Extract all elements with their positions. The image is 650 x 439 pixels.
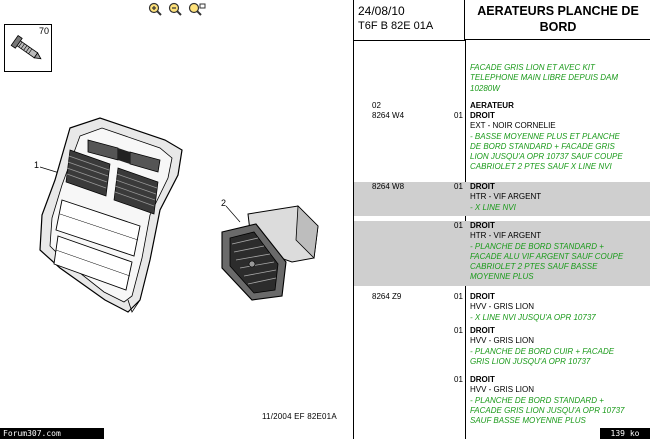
zoom-in-button[interactable]	[148, 2, 162, 16]
description-line: DROIT	[470, 375, 495, 384]
description-line: AERATEUR	[470, 101, 514, 110]
parts-diagram[interactable]: 70 1	[0, 0, 353, 439]
part-2-drawing	[221, 205, 319, 301]
zoom-fit-icon	[188, 2, 205, 16]
description-line: HVV - GRIS LION	[470, 385, 535, 395]
status-bar: Forum307.com 139 ko	[0, 428, 650, 439]
part-reference: 02	[372, 101, 381, 110]
part-quantity: 01	[454, 111, 463, 120]
part-2-label: 2	[221, 198, 227, 208]
description-line: - BASSE MOYENNE PLUS ET PLANCHE	[470, 131, 620, 141]
zoom-out-button[interactable]	[168, 2, 182, 16]
description-line: HTR - VIF ARGENT	[470, 192, 542, 202]
part-1-label: 1	[34, 160, 40, 170]
description-line: FACADE GRIS LION JUSQU'A OPR 10737	[470, 405, 625, 415]
file-size: 139 ko	[600, 428, 650, 439]
parts-list-row[interactable]: 02 AERATEUR	[354, 101, 650, 114]
description-line: HTR - VIF ARGENT	[470, 231, 542, 241]
description-line: DROIT	[470, 326, 495, 335]
description-line: FACADE GRIS LION ET AVEC KIT	[470, 63, 595, 72]
description-line: - PLANCHE DE BORD STANDARD +	[470, 241, 604, 251]
header-code: T6F B 82E 01A	[358, 20, 434, 32]
zoom-in-icon	[148, 2, 162, 16]
part-reference: 8264 W8	[372, 182, 405, 191]
part-quantity: 01	[454, 292, 463, 301]
description-line: DE BORD STANDARD + FACADE GRIS	[470, 141, 615, 151]
page-title-line-1: AERATEURS PLANCHE DE	[477, 4, 639, 18]
header-meta: 24/08/10 T6F B 82E 01A	[354, 0, 465, 41]
zoom-out-icon	[168, 2, 182, 16]
description-line: - X LINE NVI	[470, 202, 516, 212]
part-reference: 8264 W4	[372, 111, 405, 120]
description-line: SAUF BASSE MOYENNE PLUS	[470, 416, 586, 426]
part-70-inset: 70	[4, 24, 52, 72]
part-quantity: 01	[454, 221, 463, 230]
description-line: HVV - GRIS LION	[470, 336, 535, 346]
description-line: - X LINE NVI JUSQU'A OPR 10737	[470, 312, 596, 322]
header-date: 24/08/10	[358, 4, 405, 18]
description-line: GRIS LION JUSQU'A OPR 10737	[470, 356, 591, 366]
part-1-drawing	[39, 117, 183, 313]
description-line: DROIT	[470, 292, 495, 301]
part-quantity: 01	[454, 326, 463, 335]
screw-icon	[10, 34, 42, 60]
part-quantity: 01	[454, 375, 463, 384]
description-line: 10280W	[470, 83, 500, 93]
description-line: CABRIOLET 2 PTES SAUF X LINE NVI	[470, 162, 612, 172]
site-credit: Forum307.com	[0, 428, 104, 439]
diagram-reference: 11/2004 EF 82E01A	[262, 412, 337, 421]
description-line: LION JUSQU'A OPR 10737 SAUF COUPE	[470, 152, 623, 162]
description-line: EXT - NOIR CORNELIE	[470, 121, 556, 131]
description-line: FACADE ALU VIF ARGENT SAUF COUPE	[470, 251, 624, 261]
description-line: DROIT	[470, 111, 495, 120]
description-line: - PLANCHE DE BORD CUIR + FACADE	[470, 346, 615, 356]
page-title-line-2: BORD	[539, 20, 577, 34]
description-line: DROIT	[470, 182, 495, 191]
part-reference: 8264 Z9	[372, 292, 402, 301]
description-line: CABRIOLET 2 PTES SAUF BASSE	[470, 262, 598, 272]
part-description: AERATEUR	[470, 101, 650, 111]
description-line: TELEPHONE MAIN LIBRE DEPUIS DAM	[470, 73, 619, 83]
zoom-fit-button[interactable]	[188, 2, 206, 16]
part-70-label: 70	[38, 26, 49, 36]
description-line: MOYENNE PLUS	[470, 272, 534, 282]
zoom-toolbar	[0, 0, 353, 18]
page-title: AERATEURS PLANCHE DE BORD	[465, 0, 650, 40]
description-line: - PLANCHE DE BORD STANDARD +	[470, 395, 604, 405]
part-quantity: 01	[454, 182, 463, 191]
description-line: DROIT	[470, 221, 495, 230]
description-line: HVV - GRIS LION	[470, 302, 535, 312]
parts-list-panel[interactable]: 24/08/10 T6F B 82E 01A AERATEURS PLANCHE…	[353, 0, 650, 439]
